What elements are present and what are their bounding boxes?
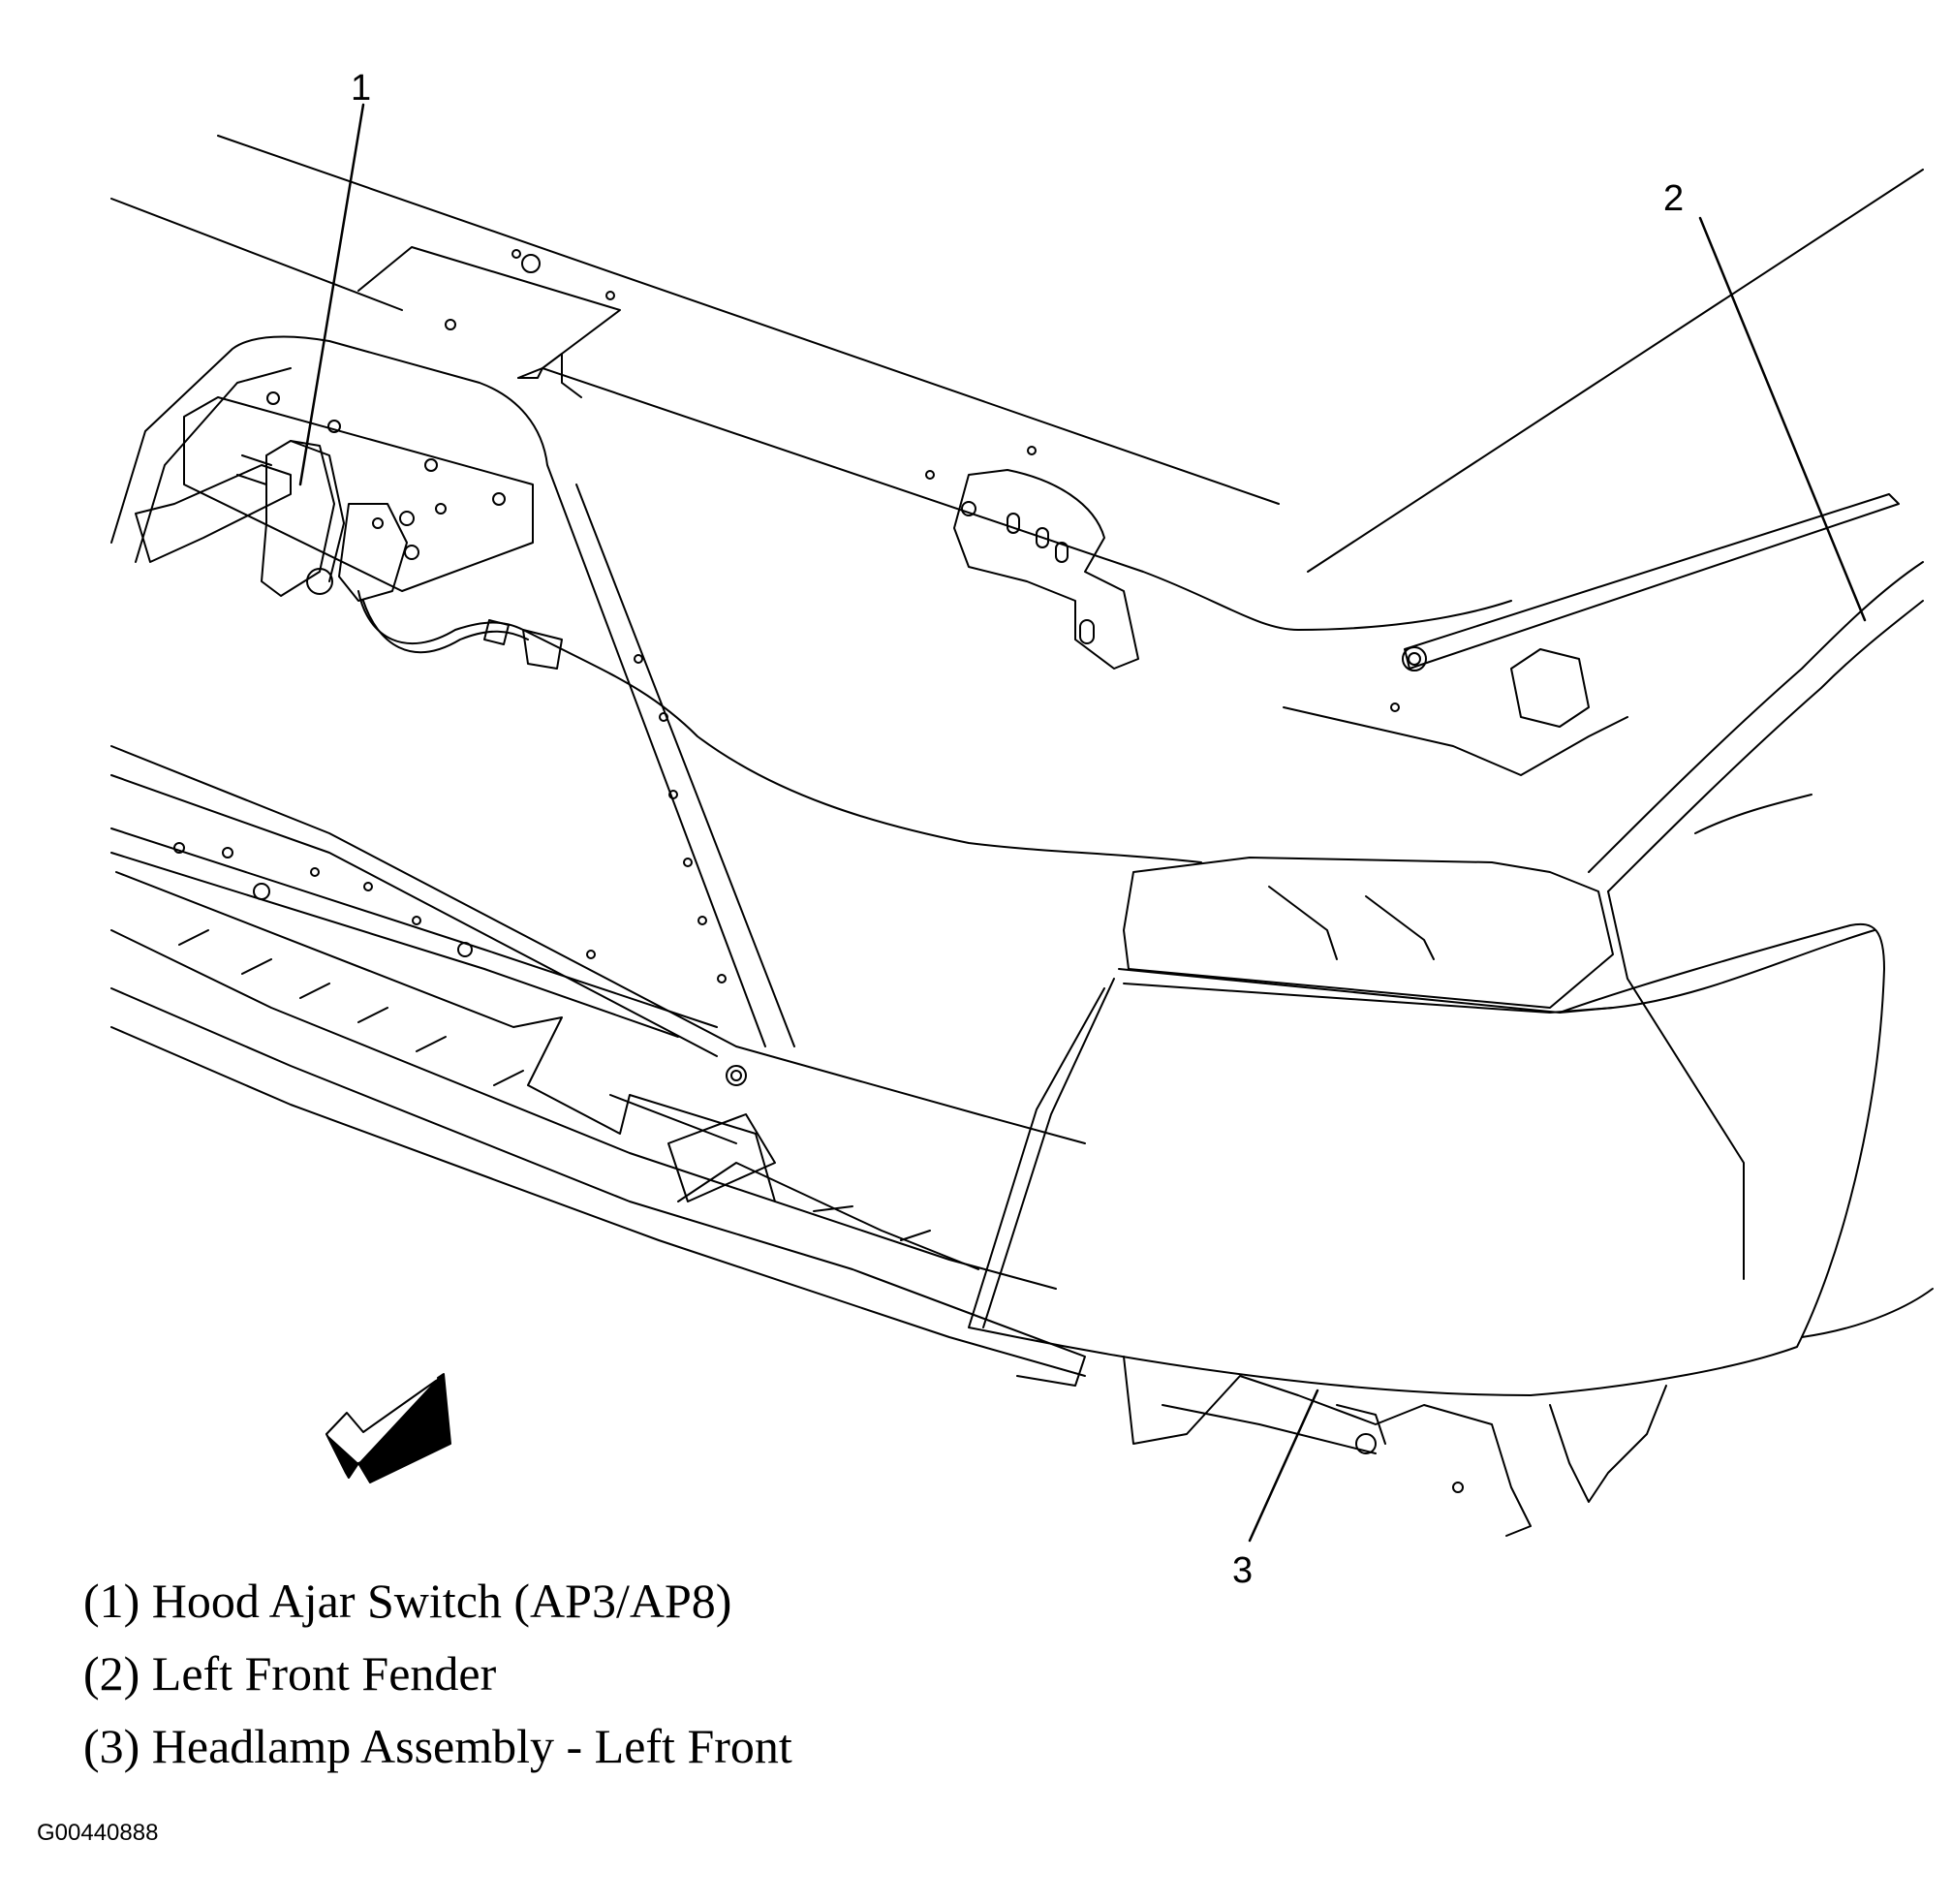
legend-item-hood-ajar-switch: (1) Hood Ajar Switch (AP3/AP8): [83, 1574, 732, 1628]
callout-1: 1: [351, 68, 372, 109]
radiator-support-upper: [357, 246, 1400, 712]
figure-id: G00440888: [37, 1820, 159, 1846]
callout-leader-lines: [298, 103, 1867, 1543]
hood-switch-wiring-harness: [357, 590, 1202, 863]
radiator-support-frame: [110, 335, 795, 1086]
upper-structure-lines: [110, 135, 1924, 631]
lower-splash-area: [1123, 1356, 1667, 1537]
legend-item-headlamp-assembly: (3) Headlamp Assembly - Left Front: [83, 1719, 792, 1773]
left-front-fender: [1588, 561, 1934, 1338]
hood-strut: [1283, 493, 1900, 776]
fender-mounting-bracket: [953, 469, 1139, 670]
legend: (1) Hood Ajar Switch (AP3/AP8) (2) Left …: [83, 1565, 792, 1783]
legend-item-left-front-fender: (2) Left Front Fender: [83, 1646, 497, 1701]
hood-latch-assembly: [135, 391, 534, 602]
forward-direction-arrow: [325, 1373, 451, 1483]
lower-crossmember: [110, 745, 1086, 1387]
callout-2: 2: [1663, 178, 1685, 219]
callout-3: 3: [1232, 1550, 1254, 1591]
headlamp-assembly: [968, 857, 1885, 1396]
